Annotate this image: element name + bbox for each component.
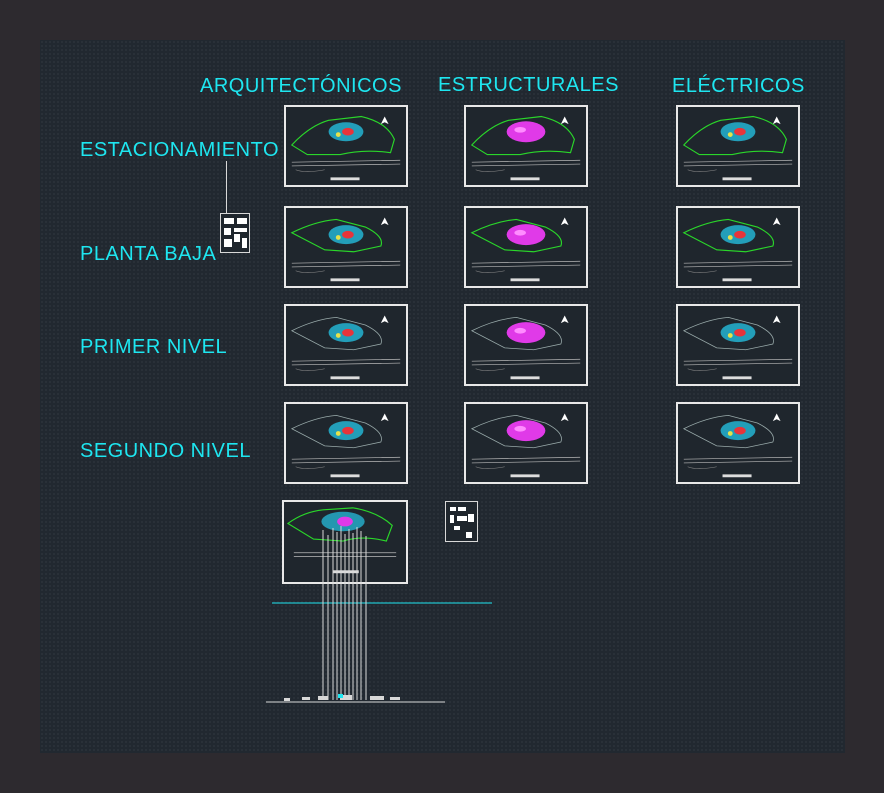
sheet-est-est[interactable] — [464, 105, 588, 187]
column-header-arquitectonicos: ARQUITECTÓNICOS — [200, 75, 402, 97]
section-drawing — [266, 526, 492, 703]
sheet-arq-pn[interactable] — [284, 304, 408, 386]
row-label-planta-baja: PLANTA BAJA — [80, 243, 217, 265]
column-header-estructurales: ESTRUCTURALES — [438, 74, 619, 96]
sheet-ele-pb[interactable] — [676, 206, 800, 288]
row-label-primer-nivel: PRIMER NIVEL — [80, 336, 228, 358]
sheet-est-pn[interactable] — [464, 304, 588, 386]
sheet-est-sn[interactable] — [464, 402, 588, 484]
column-header-electricos: ELÉCTRICOS — [672, 75, 805, 97]
sheet-est-pb[interactable] — [464, 206, 588, 288]
sheet-arq-sn[interactable] — [284, 402, 408, 484]
row-label-estacionamiento: ESTACIONAMIENTO — [80, 139, 280, 161]
sheet-arq-est[interactable] — [284, 105, 408, 187]
key-plan-thumbnail[interactable] — [220, 213, 250, 253]
drawing-canvas[interactable]: ARQUITECTÓNICOS ESTRUCTURALES ELÉCTRICOS… — [40, 40, 845, 753]
row-label-segundo-nivel: SEGUNDO NIVEL — [80, 440, 251, 462]
sheet-ele-est[interactable] — [676, 105, 800, 187]
sheet-ele-sn[interactable] — [676, 402, 800, 484]
sheet-arq-pb[interactable] — [284, 206, 408, 288]
legend-thumbnail[interactable] — [445, 501, 478, 542]
leader-line — [226, 161, 227, 213]
sheet-ele-pn[interactable] — [676, 304, 800, 386]
